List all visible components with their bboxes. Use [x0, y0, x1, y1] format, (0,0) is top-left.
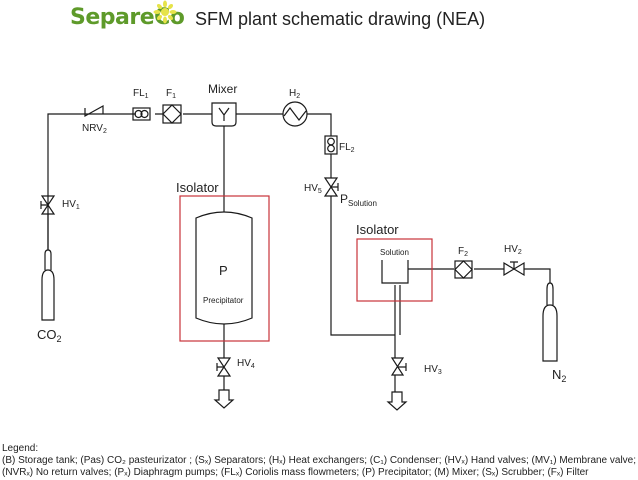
hv3-label: HV3 [424, 364, 442, 376]
pipe-top [120, 113, 332, 136]
fl2-label: FL2 [339, 142, 355, 154]
pipe-solution-down [394, 285, 401, 392]
h2-heat-exchanger-icon [282, 101, 308, 127]
legend: Legend: (B) Storage tank; (Pas) CO₂ past… [2, 443, 636, 479]
drain-arrow-icon [386, 391, 408, 411]
isolator-box-left [179, 195, 270, 342]
pipe-co2-line [47, 113, 120, 250]
hv1-hand-valve-icon [40, 195, 56, 215]
p-solution-label: PSolution [340, 192, 377, 208]
pipe-solution-out [408, 268, 551, 283]
drain-arrow-icon [213, 389, 235, 409]
fl1-flowmeter-icon [132, 107, 151, 121]
precipitator-label: Precipitator [203, 296, 244, 305]
n2-cylinder-icon [542, 282, 558, 362]
f2-label: F2 [458, 246, 468, 258]
hv3-hand-valve-icon [390, 357, 407, 376]
co2-cylinder-icon [41, 249, 55, 321]
hv4-hand-valve-icon [216, 357, 232, 377]
hv4-label: HV4 [237, 358, 255, 370]
solution-vessel-icon [381, 260, 409, 284]
legend-heading: Legend: [2, 443, 39, 454]
legend-line-2: (NVRₓ) No return valves; (Pₓ) Diaphragm … [2, 467, 589, 478]
logo-flower-icon [153, 0, 177, 24]
hv2-label: HV2 [504, 244, 522, 256]
legend-line-1: (B) Storage tank; (Pas) CO₂ pasteurizato… [2, 455, 637, 466]
f1-label: F1 [166, 88, 176, 100]
hv5-hand-valve-icon [323, 177, 339, 197]
pipe-fl2-hv5 [330, 154, 395, 336]
f1-filter-icon [162, 104, 182, 124]
hv1-label: HV1 [62, 199, 80, 211]
h2-label: H2 [289, 88, 300, 100]
precipitator-vessel-icon [195, 211, 253, 325]
plant-schematic: NRV2 FL1 F1 Mixer H2 FL2 HV5 PSolution H… [37, 82, 566, 411]
mixer-label: Mixer [208, 82, 237, 96]
nrv2-check-valve-icon [84, 104, 104, 118]
co2-label: CO2 [37, 327, 62, 344]
isolator-left-label: Isolator [176, 180, 219, 195]
hv2-hand-valve-icon [503, 261, 525, 277]
hv5-label: HV5 [304, 183, 322, 195]
fl1-label: FL1 [133, 88, 149, 100]
f2-filter-icon [454, 260, 473, 279]
isolator-box-right [356, 238, 433, 302]
precipitator-symbol: P [219, 263, 228, 278]
n2-label: N2 [552, 367, 566, 384]
isolator-right-label: Isolator [356, 222, 399, 237]
mixer-icon [211, 102, 237, 127]
fl2-flowmeter-icon [324, 135, 338, 155]
page-title: SFM plant schematic drawing (NEA) [195, 9, 486, 29]
solution-label: Solution [380, 248, 409, 257]
nrv2-label: NRV2 [82, 123, 107, 135]
